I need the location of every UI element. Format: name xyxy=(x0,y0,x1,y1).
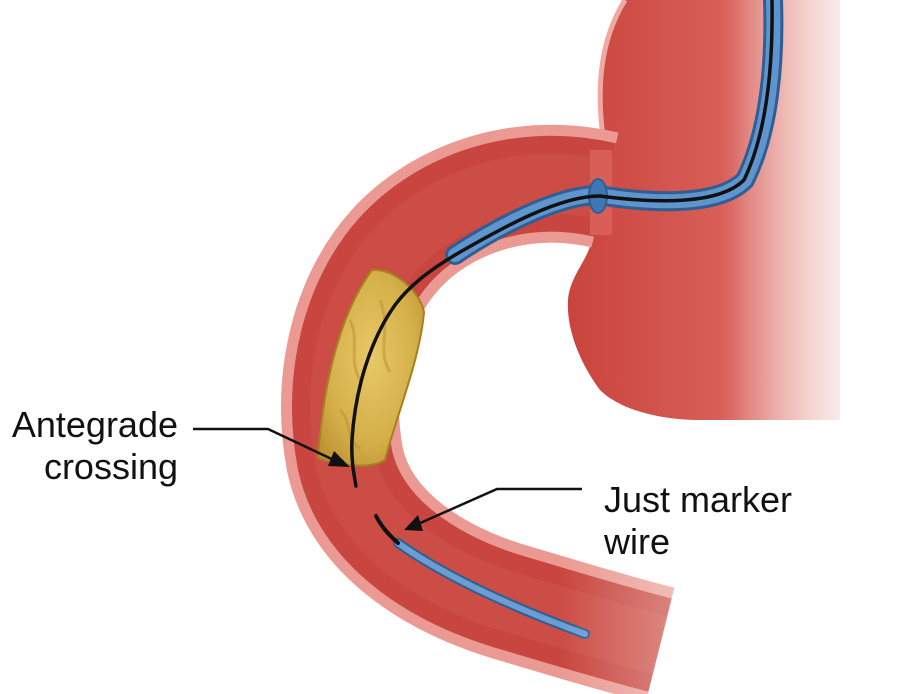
antegrade-label-line1: Antegrade xyxy=(11,404,178,445)
antegrade-callout xyxy=(193,427,350,467)
marker-callout xyxy=(404,487,582,531)
just-marker-wire-label: Just marker wire xyxy=(604,479,844,563)
marker-wire-tip xyxy=(374,514,400,545)
antegrade-crossing-label: Antegrade crossing xyxy=(0,404,178,488)
marker-label-line2: wire xyxy=(604,521,671,562)
plaque-texture xyxy=(338,299,392,450)
fade-overlay xyxy=(560,560,900,694)
marker-label-line1: Just marker xyxy=(604,479,793,520)
antegrade-label-line2: crossing xyxy=(43,446,178,487)
aorta-segment xyxy=(567,0,900,430)
antegrade-guidewire xyxy=(350,0,774,488)
